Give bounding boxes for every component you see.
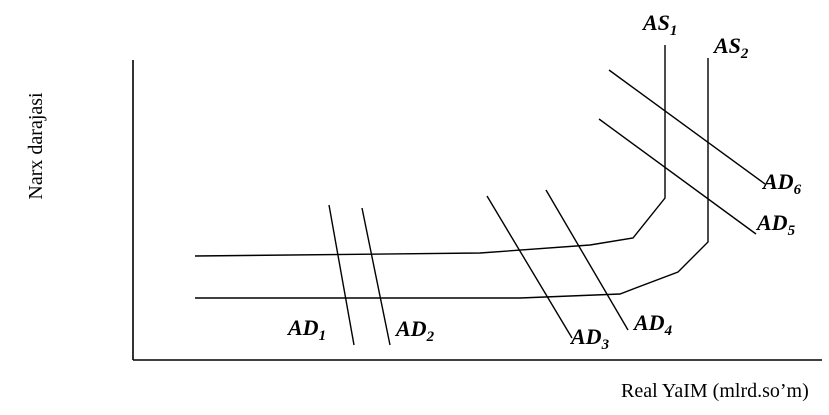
ad3-curve: [486, 195, 573, 339]
ad5-label: AD5: [755, 210, 796, 239]
ad2-label: AD2: [394, 316, 435, 345]
as2-label: AS2: [712, 33, 749, 62]
ad6-curve: [608, 69, 766, 185]
as2-curve: [195, 58, 709, 299]
y-axis-label: Narx darajasi: [25, 92, 47, 200]
x-axis-label: Real YaIM (mlrd.so’m): [621, 380, 809, 402]
ad1-label: AD1: [286, 315, 326, 344]
ad4-label: AD4: [632, 310, 673, 339]
ad3-label: AD3: [569, 324, 610, 353]
ad4-curve: [545, 189, 629, 331]
ad1-curve: [328, 204, 355, 346]
as1-curve: [194, 45, 666, 257]
ad5-curve: [598, 118, 757, 235]
ad2-curve: [361, 207, 391, 346]
as1-label: AS1: [641, 10, 677, 39]
ad6-label: AD6: [761, 169, 802, 198]
